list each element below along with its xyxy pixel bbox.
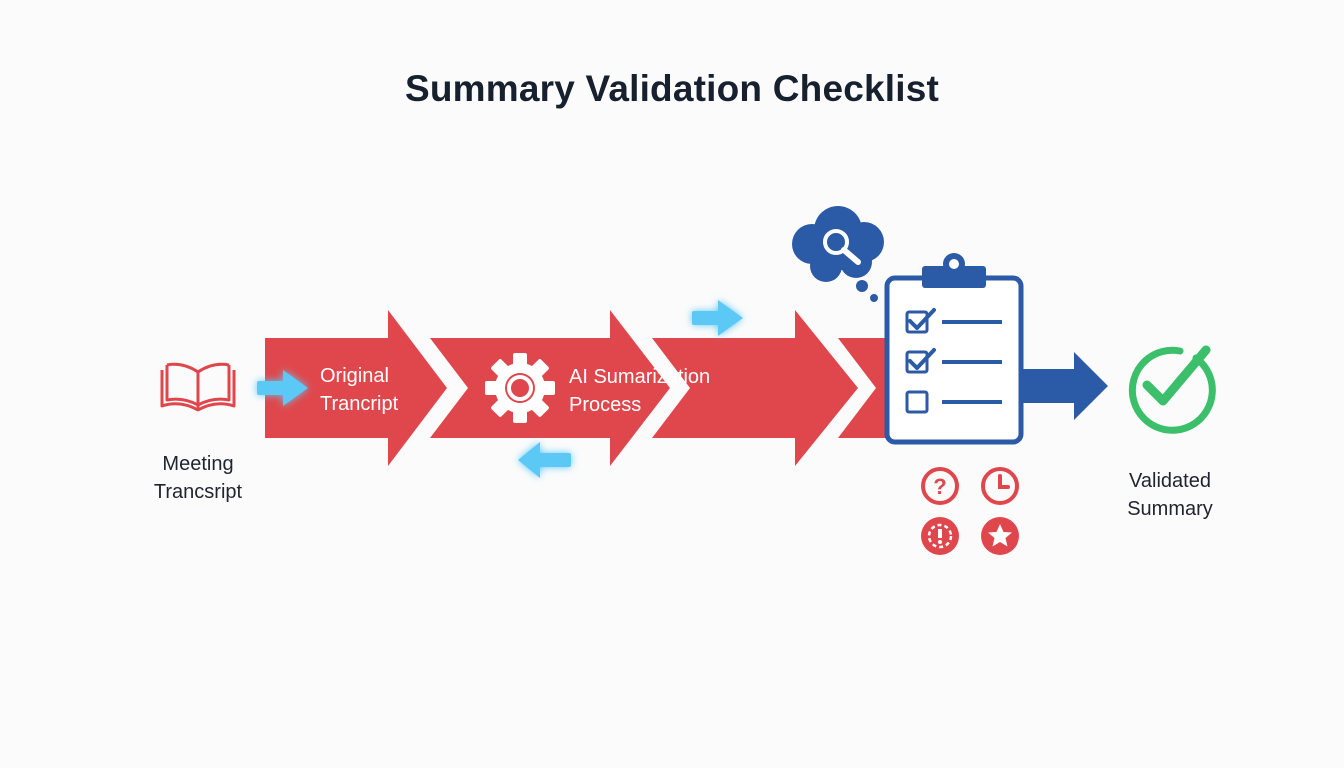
validated-summary-label: Validated Summary [1112,467,1228,523]
checkmark-circle-icon [1128,345,1216,434]
alert-icon [921,517,959,555]
search-cloud-icon [792,206,884,302]
book-icon [160,362,236,412]
flow-forward-arrow [692,300,743,336]
star-icon [981,517,1019,555]
transfer-arrow [652,310,858,466]
clipboard-checklist-icon [884,253,1024,445]
validated-summary-line-2: Summary [1127,498,1213,520]
to-result-arrow [1020,352,1108,420]
flow-in-arrow [257,370,308,406]
checklist-item-1 [905,308,1002,334]
original-transcript-line-1: Original [320,365,389,387]
ai-process-line-1: AI Sumarization [569,366,711,388]
original-transcript-label: Original Trancript [320,362,450,418]
gear-icon [485,353,555,423]
meeting-transcript-line-1: Meeting [162,453,234,475]
diagram-title: Summary Validation Checklist [404,68,940,109]
clock-icon [981,467,1019,505]
ai-process-line-2: Process [569,394,642,416]
feedback-arrow [518,442,571,478]
checklist-item-2 [905,348,1002,374]
original-transcript-arrow [265,310,447,466]
ai-process-label: AI Sumarization Process [569,363,739,419]
meeting-transcript-line-2: Trancsript [153,481,243,503]
svg-text:?: ? [933,474,946,499]
original-transcript-line-2: Trancript [320,393,399,415]
meeting-transcript-label: Meeting Trancsript [140,450,256,506]
question-icon: ? [921,467,959,505]
magnifier-icon [823,229,861,265]
validated-summary-line-1: Validated [1129,470,1211,492]
checklist-item-3 [905,390,1002,414]
